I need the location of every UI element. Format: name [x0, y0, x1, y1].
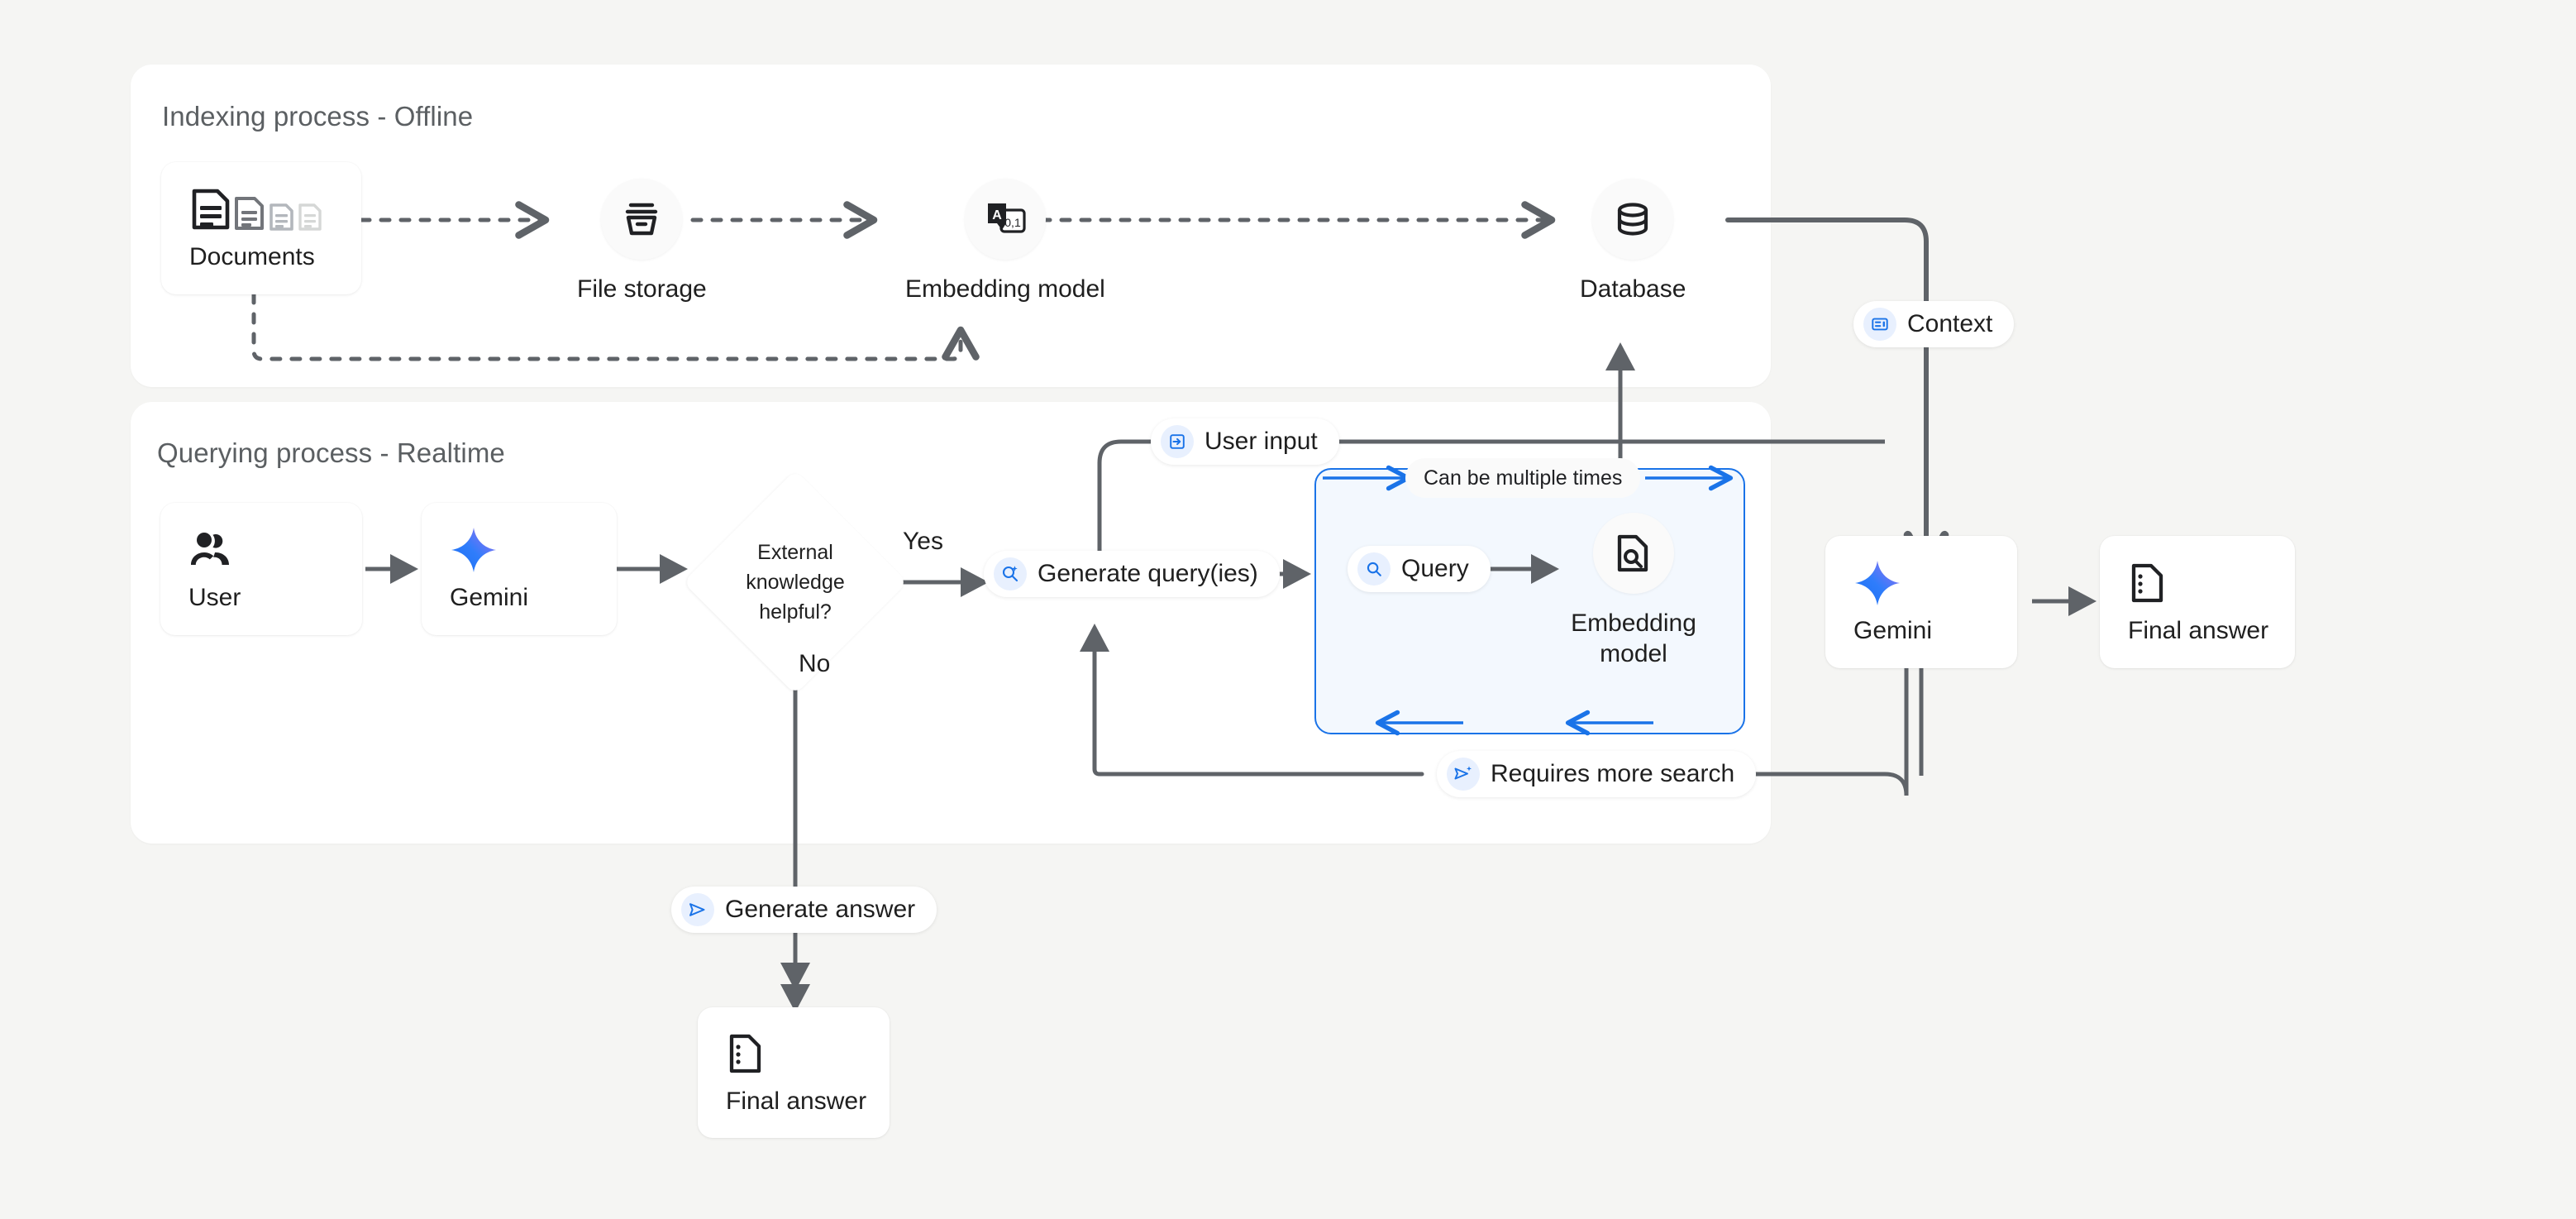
document-search-icon: [1593, 513, 1674, 594]
card-user-label: User: [188, 583, 241, 611]
decision-line-2: knowledge: [746, 570, 845, 594]
decision-line-3: helpful?: [759, 600, 832, 624]
context-panel-icon: [1863, 308, 1896, 341]
svg-text:A: A: [992, 208, 1002, 222]
pill-context[interactable]: Context: [1853, 301, 2015, 347]
gemini-sparkle-icon: [1853, 560, 2017, 606]
pill-generate-queries[interactable]: Generate query(ies): [984, 551, 1280, 597]
note-can-be-multiple-times: Can be multiple times: [1405, 458, 1641, 498]
answer-document-icon: [2128, 560, 2295, 606]
svg-text:0,1: 0,1: [1004, 216, 1021, 229]
node-file-storage[interactable]: File storage: [577, 179, 707, 305]
node-embedding-model-query-label: Embedding model: [1563, 609, 1704, 669]
documents-stack-icon: [189, 186, 361, 232]
node-database-label: Database: [1580, 275, 1686, 303]
card-documents[interactable]: Documents: [161, 162, 361, 294]
people-icon: [188, 527, 362, 573]
database-cylinder-icon: [1592, 179, 1674, 260]
node-embedding-model-indexing[interactable]: 0,1 A Embedding model: [905, 179, 1105, 305]
node-embedding-model-indexing-label: Embedding model: [905, 275, 1105, 303]
pill-generate-queries-label: Generate query(ies): [1038, 560, 1258, 587]
decision-external-knowledge[interactable]: External knowledge helpful?: [683, 470, 908, 695]
decision-text: External knowledge helpful?: [716, 503, 875, 662]
pill-requires-more-search-label: Requires more search: [1491, 760, 1735, 787]
branch-label-yes: Yes: [903, 528, 943, 555]
card-gemini-left[interactable]: Gemini: [422, 503, 617, 635]
card-user[interactable]: User: [160, 503, 362, 635]
node-file-storage-label: File storage: [577, 275, 707, 303]
node-embedding-model-query[interactable]: Embedding model: [1563, 513, 1704, 669]
panel-querying-title: Querying process - Realtime: [157, 437, 505, 468]
search-sparkle-icon: [994, 557, 1027, 590]
note-can-be-multiple-times-label: Can be multiple times: [1424, 466, 1623, 490]
card-gemini-left-label: Gemini: [450, 583, 529, 611]
send-sparkle-icon: [1447, 758, 1480, 791]
panel-indexing-title: Indexing process - Offline: [162, 101, 474, 131]
pill-query[interactable]: Query: [1348, 546, 1491, 592]
text-to-vector-icon: 0,1 A: [964, 179, 1046, 260]
card-gemini-right-label: Gemini: [1853, 616, 1933, 644]
pill-user-input-label: User input: [1205, 428, 1318, 455]
gemini-sparkle-icon: [450, 527, 617, 573]
retrieval-loop-region: [1314, 468, 1745, 734]
answer-document-icon: [726, 1030, 890, 1077]
archive-box-icon: [601, 179, 683, 260]
card-final-answer-right-label: Final answer: [2128, 616, 2269, 644]
pill-generate-answer-label: Generate answer: [725, 896, 916, 923]
pill-context-label: Context: [1907, 310, 1993, 337]
card-final-answer-right[interactable]: Final answer: [2100, 536, 2295, 668]
pill-requires-more-search[interactable]: Requires more search: [1437, 751, 1757, 797]
search-icon: [1357, 552, 1391, 586]
branch-label-no: No: [799, 650, 831, 677]
pill-user-input[interactable]: User input: [1151, 418, 1339, 465]
pill-query-label: Query: [1401, 555, 1469, 582]
embed-query-line-1: Embedding: [1571, 610, 1696, 637]
embed-query-line-2: model: [1600, 639, 1667, 667]
send-icon: [681, 893, 714, 926]
decision-line-1: External: [757, 540, 833, 564]
login-arrow-icon: [1161, 425, 1194, 458]
card-gemini-right[interactable]: Gemini: [1825, 536, 2017, 668]
node-database[interactable]: Database: [1580, 179, 1686, 305]
card-documents-label: Documents: [189, 242, 315, 270]
pill-generate-answer[interactable]: Generate answer: [671, 887, 937, 933]
card-final-answer-bottom[interactable]: Final answer: [698, 1007, 890, 1138]
card-final-answer-bottom-label: Final answer: [726, 1087, 867, 1115]
